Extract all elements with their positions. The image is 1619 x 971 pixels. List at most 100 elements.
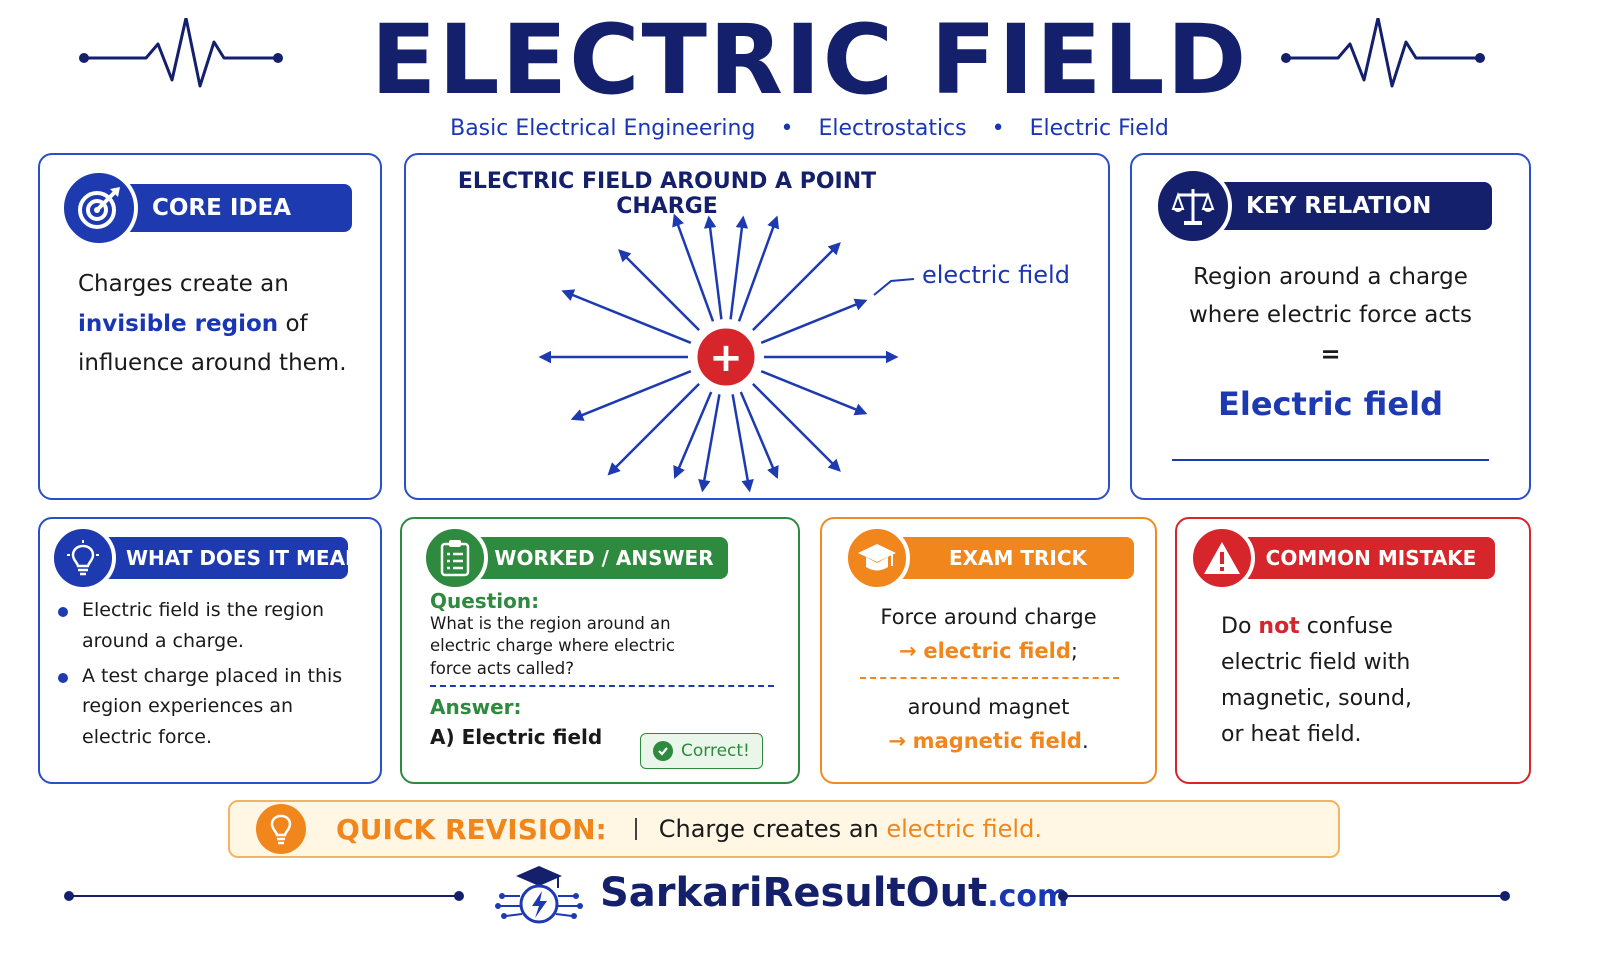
exam-trick-highlight: electric field	[923, 638, 1071, 663]
mistake-card: COMMON MISTAKE Do not confuse electric f…	[1175, 517, 1531, 784]
field-label: electric field	[922, 261, 1070, 289]
mistake-emphasis: not	[1258, 614, 1300, 639]
correct-badge: Correct!	[640, 733, 763, 769]
meaning-label: WHAT DOES IT MEAN?	[86, 537, 373, 579]
core-idea-card: CORE IDEA Charges create an invisible re…	[38, 153, 382, 500]
field-arrow	[760, 298, 868, 344]
punctuation: .	[1081, 728, 1089, 753]
quick-revision-bar: QUICK REVISION: Charge creates an electr…	[228, 800, 1340, 858]
exam-trick-card: EXAM TRICK Force around charge → electri…	[820, 517, 1157, 784]
exam-trick-label: EXAM TRICK	[880, 537, 1134, 579]
core-idea-label: CORE IDEA	[108, 184, 352, 232]
breadcrumb-separator: •	[991, 116, 1005, 141]
correct-label: Correct!	[681, 741, 750, 761]
field-arrow	[752, 383, 841, 472]
key-relation-result: Electric field	[1218, 385, 1443, 424]
arrow-icon: →	[888, 728, 906, 753]
quick-revision-label: QUICK REVISION:	[336, 812, 607, 846]
list-item: A test charge placed in this region expe…	[56, 661, 366, 753]
mistake-line: electric field with	[1221, 650, 1411, 676]
mistake-line: magnetic, sound,	[1221, 686, 1412, 712]
scales-icon	[1154, 167, 1232, 245]
quick-revision-body: Charge creates an	[658, 815, 887, 843]
punctuation: ;	[1070, 638, 1078, 663]
pulse-line-left-icon	[79, 18, 283, 88]
core-idea-line: invisible region of	[78, 305, 378, 345]
question-block: Question: What is the region around an e…	[430, 589, 780, 680]
field-arrow	[673, 391, 713, 480]
divider	[1172, 459, 1489, 461]
quick-revision-text: Charge creates an electric field.	[659, 815, 1042, 843]
field-arrow	[752, 242, 841, 331]
charge-symbol: +	[709, 335, 743, 381]
answer-label: Answer:	[430, 695, 522, 719]
field-arrow	[618, 249, 700, 331]
footer-dot	[1500, 891, 1510, 901]
core-idea-line-rest: of	[278, 310, 308, 337]
key-relation-label: KEY RELATION	[1202, 182, 1492, 230]
footer-dot	[64, 891, 74, 901]
check-icon	[653, 741, 673, 761]
exam-trick-text: Force around charge → electric field;	[822, 601, 1155, 668]
field-arrow	[698, 394, 721, 493]
arrow-icon: →	[899, 638, 917, 663]
exam-trick-result: → electric field;	[822, 635, 1155, 669]
field-arrow	[731, 394, 754, 493]
worked-badge: WORKED / ANSWER	[422, 525, 728, 591]
footer-line-right	[1064, 895, 1504, 897]
exam-trick-text-2: around magnet → magnetic field.	[822, 691, 1155, 758]
field-arrow	[703, 215, 723, 320]
answer-text: A) Electric field	[430, 725, 603, 749]
meaning-card: WHAT DOES IT MEAN? Electric field is the…	[38, 517, 382, 784]
breadcrumb: Basic Electrical Engineering • Electrost…	[0, 116, 1619, 141]
meaning-badge: WHAT DOES IT MEAN?	[50, 525, 373, 591]
diagram-card: ELECTRIC FIELD AROUND A POINT CHARGE + e…	[404, 153, 1110, 500]
lightbulb-icon	[50, 525, 116, 591]
mistake-post: confuse	[1299, 614, 1393, 639]
field-arrow	[729, 215, 749, 320]
core-idea-line: Charges create an	[78, 271, 289, 297]
mistake-line: or heat field.	[1221, 722, 1362, 748]
footer-line-left	[70, 895, 460, 897]
field-diagram: +	[538, 213, 915, 493]
mistake-pre: Do	[1221, 614, 1259, 639]
mistake-badge: COMMON MISTAKE	[1189, 525, 1495, 591]
meaning-list: Electric field is the region around a ch…	[56, 595, 366, 757]
dashed-divider	[860, 677, 1119, 679]
brand-text: SarkariResultOut	[600, 870, 988, 916]
exam-trick-line: around magnet	[907, 695, 1070, 719]
brain-circuit-logo-icon	[495, 866, 583, 924]
key-relation-card: KEY RELATION Region around a charge wher…	[1130, 153, 1531, 500]
mistake-text: Do not confuse electric field with magne…	[1221, 609, 1412, 753]
dashed-divider	[430, 685, 774, 687]
lightbulb-icon	[256, 804, 306, 854]
field-arrow	[561, 289, 692, 344]
key-relation-line: Region around a charge	[1193, 264, 1468, 290]
key-relation-badge: KEY RELATION	[1154, 167, 1492, 245]
worked-card: WORKED / ANSWER Question: What is the re…	[400, 517, 800, 784]
footer-dot	[1058, 891, 1068, 901]
question-text: What is the region around an electric ch…	[430, 614, 675, 678]
mistake-label: COMMON MISTAKE	[1225, 537, 1495, 579]
key-relation-line: where electric force acts	[1188, 301, 1473, 328]
exam-trick-badge: EXAM TRICK	[844, 525, 1134, 591]
separator	[634, 818, 637, 840]
field-arrow	[570, 370, 692, 421]
positive-charge	[694, 325, 758, 389]
core-idea-text: Charges create an invisible region of in…	[78, 265, 378, 384]
diagram-title: ELECTRIC FIELD AROUND A POINT CHARGE	[457, 169, 877, 219]
breadcrumb-item: Basic Electrical Engineering	[450, 116, 756, 141]
pulse-line-right-icon	[1281, 18, 1485, 88]
core-idea-line: influence around them.	[78, 350, 347, 377]
footer-dot	[454, 891, 464, 901]
field-arrow	[739, 391, 779, 480]
graduation-cap-icon	[844, 525, 910, 591]
worked-label: WORKED / ANSWER	[458, 537, 728, 579]
field-label-leader	[873, 278, 915, 296]
exam-trick-result: → magnetic field.	[822, 725, 1155, 759]
exam-trick-line: Force around charge	[880, 605, 1097, 629]
brand-tld: .com	[987, 879, 1069, 914]
core-idea-highlight: invisible region	[78, 310, 279, 337]
brand-name: SarkariResultOut.com	[600, 870, 1068, 916]
page-title: ELECTRIC FIELD	[370, 4, 1249, 116]
